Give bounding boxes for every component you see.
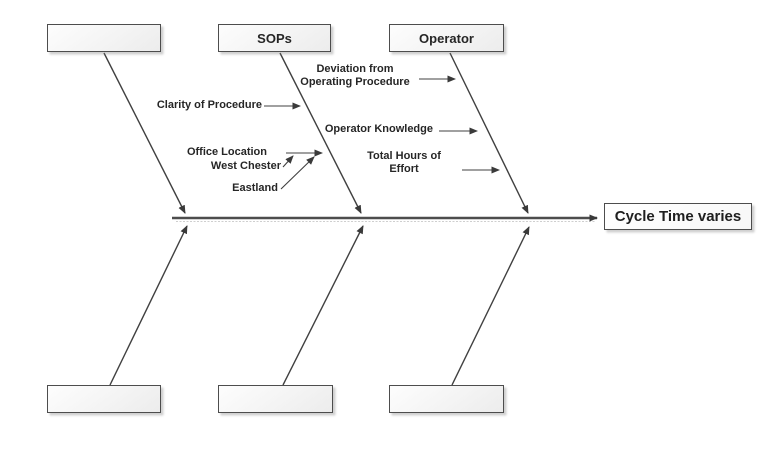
cause-label-west-chester: West Chester: [210, 160, 281, 172]
effect-box: Cycle Time varies: [604, 203, 752, 230]
category-box-bottom-middle: [218, 385, 333, 413]
branch-bottom-2: [282, 225, 364, 386]
branch-top-sops: [279, 52, 362, 214]
branch-bottom-1: [109, 225, 188, 386]
category-box-bottom-right: [389, 385, 504, 413]
cause-label-eastland: Eastland: [232, 182, 278, 194]
cause-label-operator-knowledge: Operator Knowledge: [324, 123, 433, 135]
cause-label-clarity-of-procedure: Clarity of Procedure: [156, 99, 262, 111]
cause-arrow-west-chester: [282, 155, 294, 168]
branch-bottom-3: [451, 226, 530, 386]
branch-top-operator: [449, 52, 529, 214]
cause-label-deviation-from-operating-procedure: Deviation from Operating Procedure: [300, 63, 410, 89]
branch-top-1: [103, 52, 186, 214]
category-box-sops: SOPs: [218, 24, 331, 52]
category-box-bottom-left: [47, 385, 161, 413]
category-box-operator: Operator: [389, 24, 504, 52]
cause-arrow-eastland: [280, 156, 315, 190]
cause-label-total-hours-of-effort: Total Hours of Effort: [367, 150, 441, 176]
category-box-top-left: [47, 24, 161, 52]
cause-label-office-location: Office Location: [186, 146, 267, 158]
